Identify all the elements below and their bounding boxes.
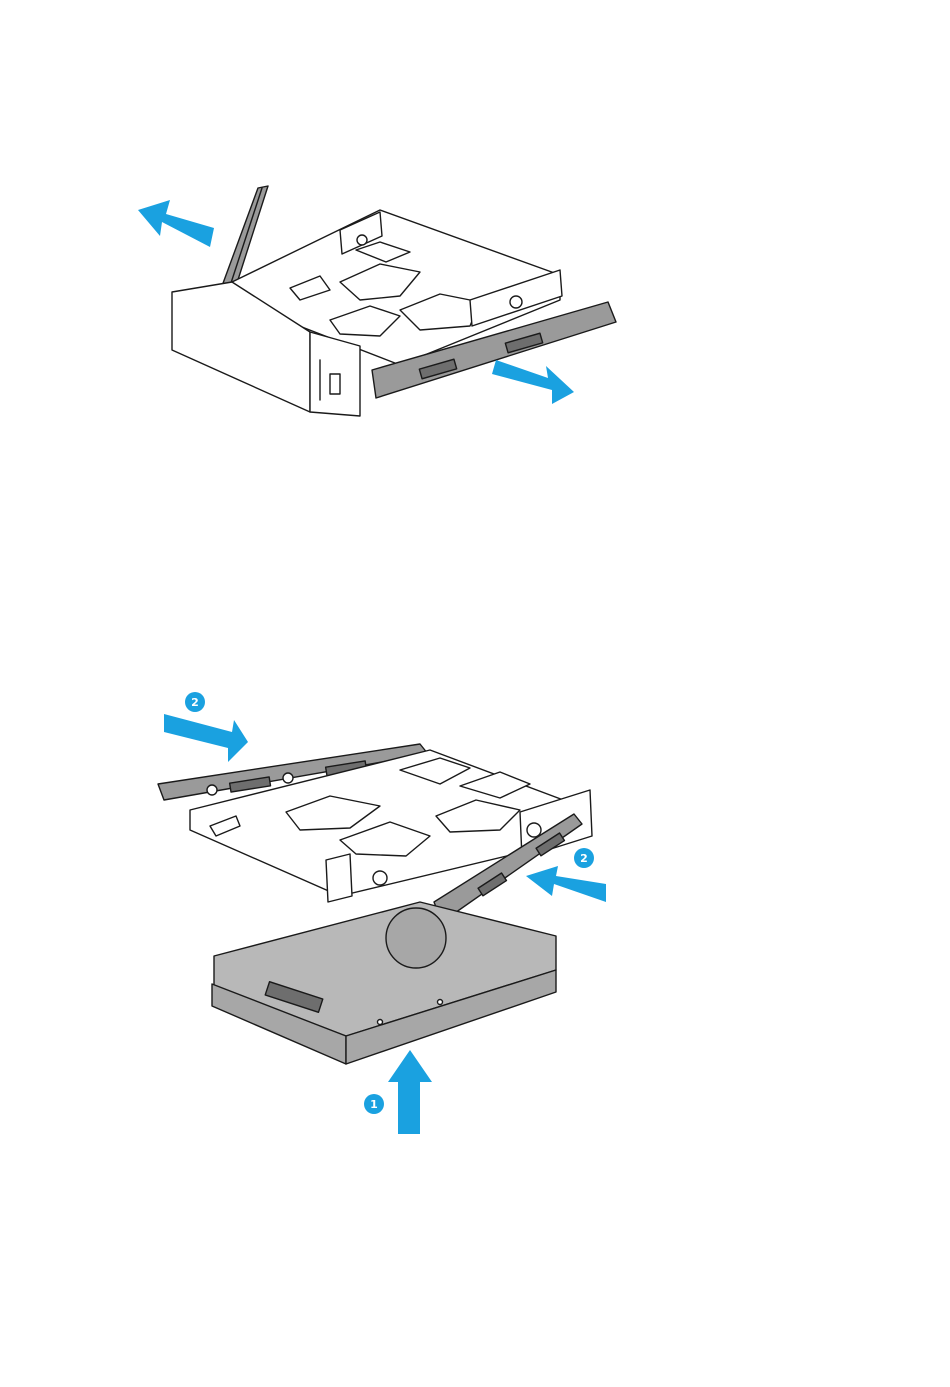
screw-icon bbox=[283, 773, 293, 783]
disk-platter bbox=[386, 908, 446, 968]
tray-rail-removal-diagram bbox=[0, 0, 950, 520]
figure-remove-rails bbox=[0, 0, 950, 520]
arrow-up bbox=[388, 1050, 432, 1134]
step-label-right: 2 bbox=[580, 852, 588, 865]
arrow-out-left bbox=[138, 200, 214, 247]
arrow-icon bbox=[138, 200, 214, 247]
screw-icon bbox=[438, 1000, 443, 1005]
screw-icon bbox=[207, 785, 217, 795]
arrow-in-left bbox=[164, 714, 248, 762]
screw-icon bbox=[357, 235, 367, 245]
step-label-lift: 1 bbox=[370, 1098, 378, 1111]
screw-icon bbox=[527, 823, 541, 837]
step-badge-icon: 2 bbox=[185, 692, 205, 712]
step-badge-icon: 2 bbox=[574, 848, 594, 868]
hard-disk bbox=[212, 902, 556, 1064]
drive-tray bbox=[172, 210, 562, 416]
screw-icon bbox=[510, 296, 522, 308]
arrow-icon bbox=[164, 714, 248, 762]
arrow-in-right bbox=[526, 866, 606, 902]
arrow-icon bbox=[388, 1050, 432, 1134]
drive-install-diagram: 2 bbox=[0, 640, 950, 1200]
tray-latch bbox=[330, 374, 340, 394]
screw-icon bbox=[378, 1020, 383, 1025]
tray-side-wall-left bbox=[326, 854, 352, 902]
arrow-out-right bbox=[492, 360, 574, 404]
figure-install-drive: 2 bbox=[0, 640, 950, 1200]
step-label-left: 2 bbox=[191, 696, 199, 709]
arrow-icon bbox=[492, 360, 574, 404]
step-badge-icon: 1 bbox=[364, 1094, 384, 1114]
screw-icon bbox=[373, 871, 387, 885]
arrow-icon bbox=[526, 866, 606, 902]
